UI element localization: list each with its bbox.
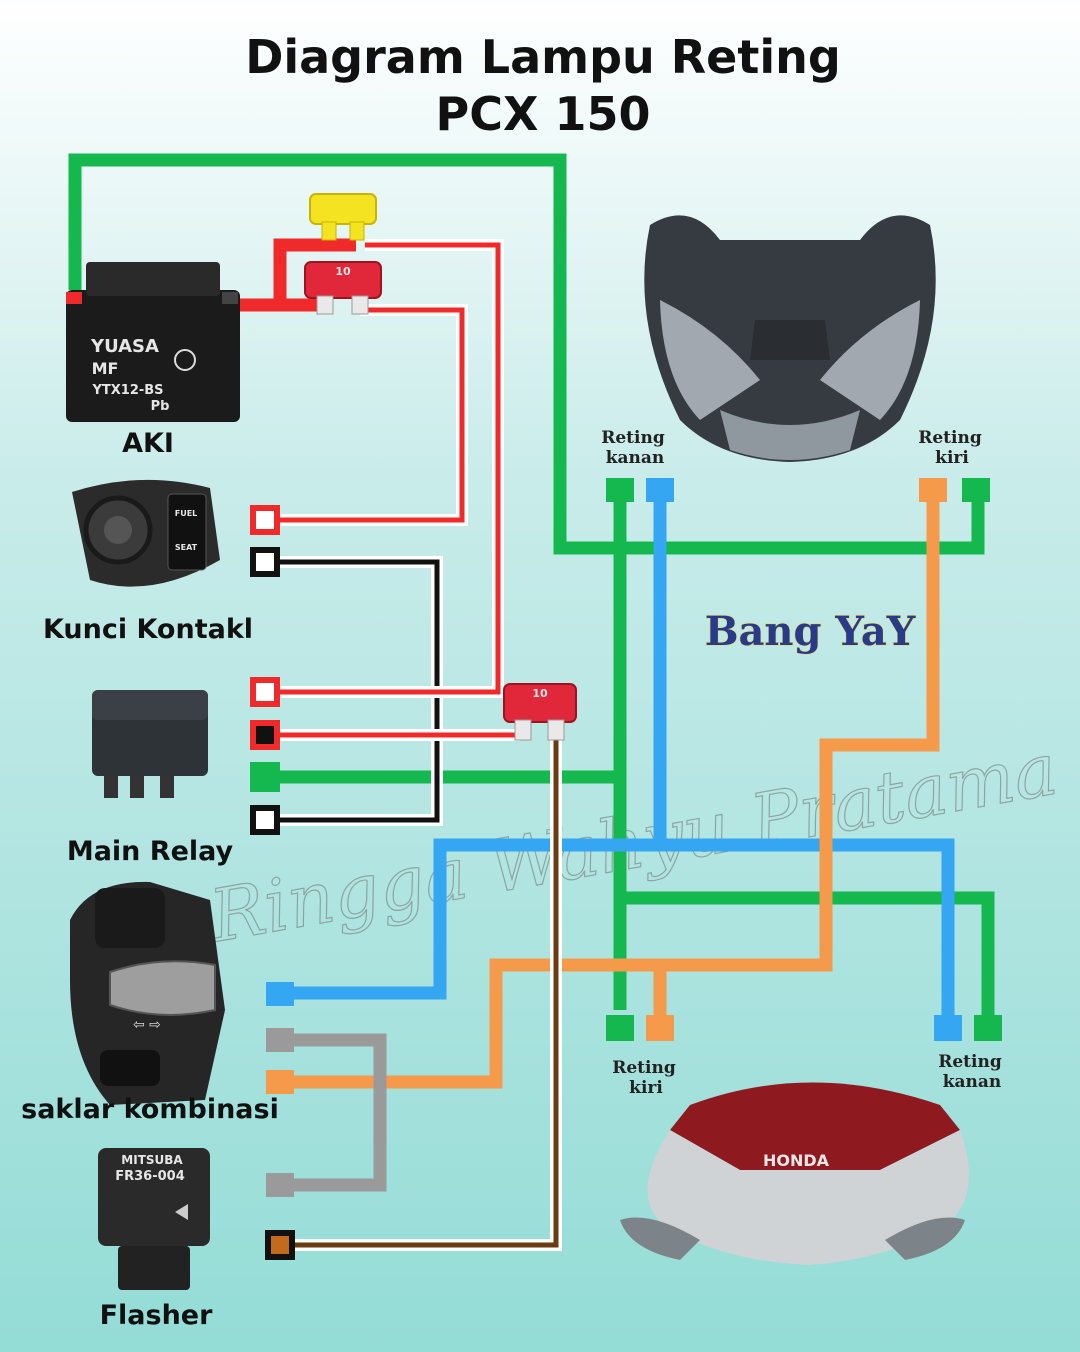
wire-gray: [270, 1033, 387, 1192]
wire-red-kunci-core: [265, 307, 465, 523]
flasher-arrow-icon: [175, 1204, 188, 1220]
terminal-rear-right-green: [974, 1015, 1002, 1041]
flasher-brand: MITSUBA: [121, 1153, 183, 1167]
wire-orange-saklar: [270, 958, 660, 1089]
fuse-main: 10: [304, 261, 382, 315]
terminal-flasher-brown: [265, 1230, 295, 1260]
terminal-front-right-blue: [646, 478, 674, 502]
rear-brand: HONDA: [763, 1151, 830, 1170]
terminal-saklar-orange: [266, 1070, 294, 1094]
author-brand: Bang YaY: [705, 608, 916, 655]
flasher-model: FR36-004: [115, 1169, 185, 1184]
terminal-rear-left-orange: [646, 1015, 674, 1041]
title-line-2: PCX 150: [436, 87, 651, 141]
terminal-relay-black: [250, 805, 280, 835]
label-rear-left-2: kiri: [629, 1078, 663, 1098]
label-main-relay: Main Relay: [67, 836, 234, 867]
main-relay: [92, 690, 208, 798]
battery-model: YTX12-BS: [91, 383, 163, 398]
terminal-relay-green: [250, 762, 280, 792]
turn-arrows-icon: ⇦ ⇨: [133, 1017, 161, 1033]
label-rear-right-2: kanan: [943, 1072, 1002, 1092]
terminal-saklar-gray-1: [266, 1028, 294, 1052]
recycle-icon: [174, 349, 196, 371]
flasher-unit: MITSUBA FR36-004: [98, 1148, 210, 1290]
terminal-rear-left-green: [606, 1015, 634, 1041]
ignition-switch: FUEL SEAT: [72, 479, 220, 587]
terminal-flasher-gray: [266, 1173, 294, 1197]
label-rear-right-1: Reting: [938, 1052, 1002, 1072]
fuse-sub: 10: [503, 683, 577, 741]
battery-aki: YUASA MF YTX12-BS Pb: [66, 262, 240, 422]
terminal-kunci-red: [250, 505, 280, 535]
front-headlamp: [644, 215, 936, 462]
fuse-yellow: [309, 193, 377, 241]
terminal-front-right-green: [606, 478, 634, 502]
wire-brown-core: [270, 740, 559, 1248]
battery-mark: MF: [92, 359, 119, 378]
wire-green-main: [68, 153, 985, 555]
battery-brand: YUASA: [90, 336, 159, 357]
terminal-kunci-black: [250, 547, 280, 577]
wire-green-rear-right: [620, 891, 995, 1015]
label-rear-left-1: Reting: [612, 1058, 676, 1078]
fuse-sub-rating: 10: [532, 687, 548, 700]
ignition-btn-top: FUEL: [175, 509, 198, 518]
terminal-front-left-green: [962, 478, 990, 502]
label-kunci-kontak: Kunci Kontakl: [43, 614, 253, 645]
terminal-relay-red-1: [250, 677, 280, 707]
terminal-rear-right-blue: [934, 1015, 962, 1041]
label-front-right-2: kanan: [606, 448, 665, 468]
title-line-1: Diagram Lampu Reting: [245, 30, 841, 84]
wire-blue-front: [653, 490, 955, 1015]
label-saklar: saklar kombinasi: [21, 1094, 279, 1125]
terminals: [250, 478, 1002, 1260]
fuse-main-rating: 10: [335, 265, 351, 278]
ignition-btn-bottom: SEAT: [175, 543, 198, 552]
battery-lead: Pb: [151, 399, 170, 414]
terminal-front-left-orange: [919, 478, 947, 502]
horn-button-icon: [109, 960, 216, 1016]
terminal-relay-red-2: [250, 720, 280, 750]
label-front-left-1: Reting: [918, 428, 982, 448]
wire-orange-front: [653, 490, 940, 1015]
terminal-saklar-blue: [266, 982, 294, 1006]
label-aki: AKI: [122, 428, 174, 459]
wire-red-fuse-loop: [273, 238, 356, 312]
label-front-right-1: Reting: [601, 428, 665, 448]
label-front-left-2: kiri: [935, 448, 969, 468]
rear-taillamp: HONDA: [620, 1082, 969, 1265]
label-flasher: Flasher: [100, 1300, 214, 1331]
wire-red-kunci: [265, 304, 468, 526]
wires: [68, 153, 995, 1251]
handlebar-switch: ⇦ ⇨: [70, 881, 225, 1105]
wire-red-main-down-core: [265, 242, 501, 695]
